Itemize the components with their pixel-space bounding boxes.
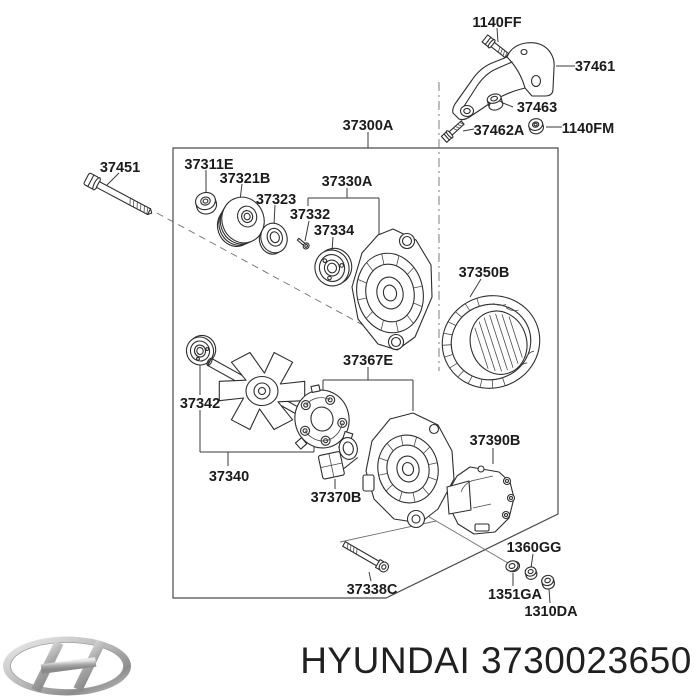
part-label-1360gg: 1360GG	[507, 540, 562, 556]
part-label-37367e: 37367E	[343, 353, 393, 369]
brush-holder-37370b	[317, 436, 358, 480]
part-label-37323: 37323	[256, 192, 296, 208]
part-label-37462a: 37462A	[474, 123, 525, 139]
part-label-37334: 37334	[314, 223, 354, 239]
mount-nut-1140fm	[528, 118, 544, 135]
part-label-37390b: 37390B	[470, 433, 521, 449]
front-housing	[351, 228, 433, 351]
part-label-37321b: 37321B	[220, 171, 271, 187]
mount-bracket-37461	[452, 42, 555, 121]
footer-part-number: HYUNDAI 3730023650	[300, 640, 692, 681]
leader-lines	[106, 27, 575, 604]
part-label-37311e: 37311E	[184, 157, 234, 173]
part-label-37342: 37342	[180, 396, 220, 412]
washer-1351ga	[505, 560, 521, 573]
part-label-37463: 37463	[517, 100, 557, 116]
through-bolt-37338c	[342, 541, 390, 573]
nut-1310da	[541, 574, 556, 590]
nut-1360gg	[524, 566, 538, 580]
part-label-37340: 37340	[209, 469, 249, 485]
pulley-37321b	[216, 196, 265, 247]
bracket-bolt-37462a	[440, 120, 465, 143]
part-label-1310da: 1310DA	[524, 604, 578, 620]
part-label-1140ff: 1140FF	[472, 15, 521, 31]
rear-cover-37390b	[446, 465, 516, 535]
part-label-37330a: 37330A	[322, 174, 373, 190]
pulley-nut-37311e	[195, 191, 218, 215]
part-label-37338c: 37338C	[347, 582, 398, 598]
part-label-37461: 37461	[575, 59, 615, 75]
pulley-bolt-37451	[83, 172, 153, 216]
part-label-37350b: 37350B	[459, 265, 510, 281]
part-label-1140fm: 1140FM	[562, 121, 614, 137]
front-bearing-37334	[314, 247, 353, 287]
part-label-37370b: 37370B	[311, 490, 362, 506]
part-label-37300a: 37300A	[343, 118, 394, 134]
assembly-group-box	[172, 147, 559, 599]
rectifier	[294, 384, 354, 450]
rear-housing	[362, 412, 455, 529]
part-label-37451: 37451	[100, 160, 140, 176]
screw-37332	[296, 237, 310, 250]
collar-37323	[258, 222, 288, 255]
bracket-spacer-37463	[486, 93, 504, 111]
rear-bearing-37342	[185, 334, 217, 366]
hyundai-logo	[3, 636, 131, 696]
part-label-1351ga: 1351GA	[488, 587, 543, 603]
part-label-37332: 37332	[290, 207, 330, 223]
stator-37350b	[441, 295, 541, 389]
